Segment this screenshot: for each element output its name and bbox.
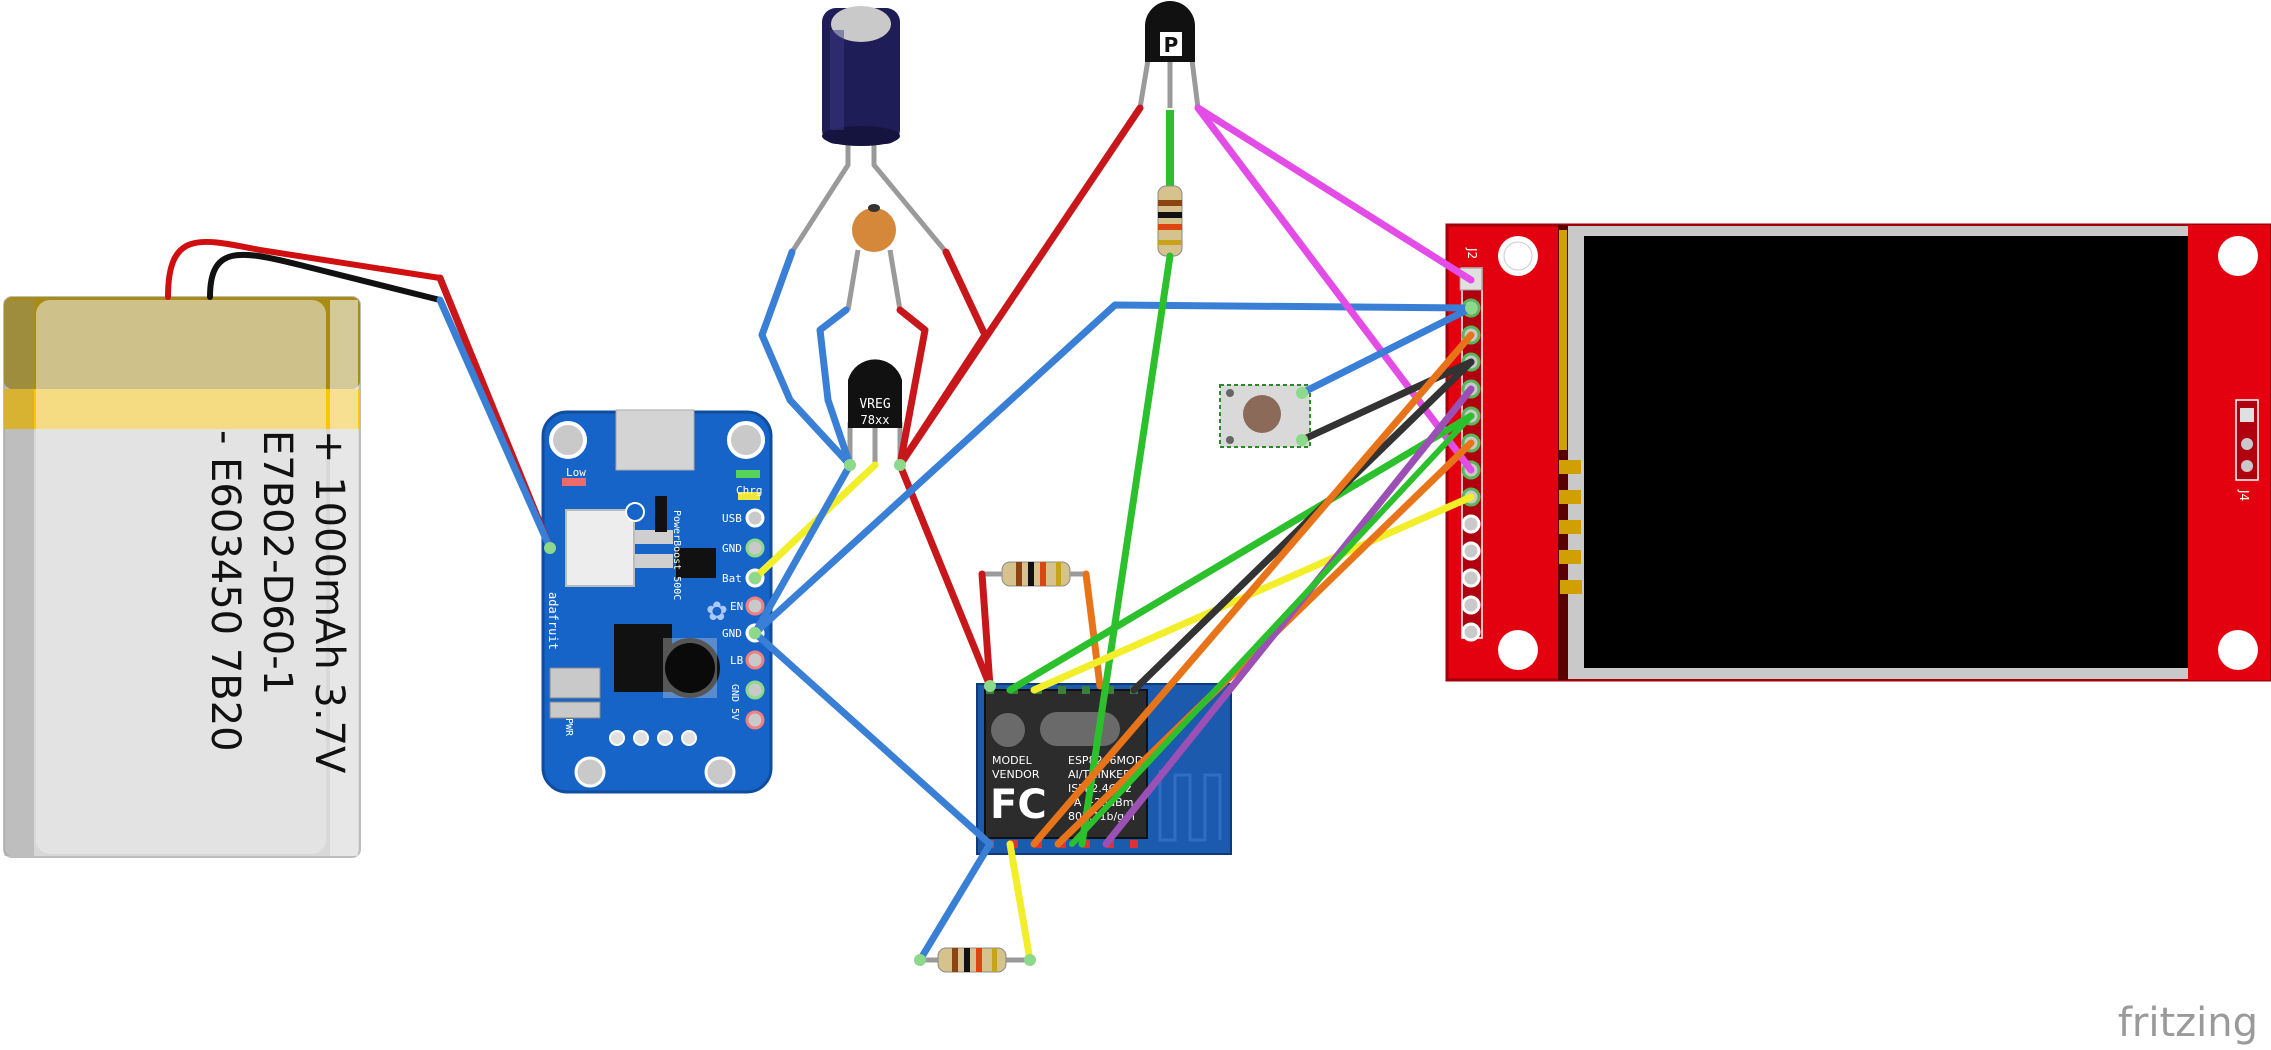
- wire-magenta-transistor-display1[interactable]: [1194, 104, 1475, 284]
- pb-label-gnd5v: GND 5V: [729, 684, 740, 720]
- battery-red-lead[interactable]: [165, 238, 443, 300]
- wire-green-resistor-esp[interactable]: [1078, 252, 1174, 848]
- pb-pin-lb[interactable]: [745, 650, 765, 670]
- pb-label-brand: adafruit: [546, 592, 560, 650]
- wire-blue-esp-resistor[interactable]: [916, 840, 994, 964]
- pb-label-chrg: Chrg: [736, 484, 763, 497]
- pb-pin-gnd3[interactable]: [745, 680, 765, 700]
- display-j4-pins: [2240, 408, 2254, 472]
- pb-label-bat: Bat: [722, 572, 742, 585]
- transistor-label: P: [1164, 33, 1179, 57]
- wire-purple-esp-display[interactable]: [1102, 385, 1475, 848]
- battery-label-line1: - E603450 7B20: [202, 430, 248, 752]
- pb-label-usb: USB: [722, 512, 742, 525]
- pb-label-en: EN: [730, 600, 743, 613]
- pb-pin-en[interactable]: [745, 596, 765, 616]
- esp-spec2: AI/THINKER: [1068, 768, 1131, 781]
- antenna-trace: [1158, 770, 1222, 842]
- battery-label: - E603450 7B20 E7B02-D60-1 + 1000mAh 3.7…: [202, 430, 352, 774]
- wire-orange-esp-display1[interactable]: [1030, 331, 1475, 848]
- label-j2: J2: [1465, 247, 1479, 259]
- wire-yellow-esp-resistor[interactable]: [1006, 840, 1034, 964]
- wire-green-esp-display1[interactable]: [1006, 412, 1475, 694]
- wire-endpoints: [544, 302, 1477, 966]
- vreg-line2: 78xx: [861, 413, 890, 427]
- wire-blue-cap-left[interactable]: [758, 248, 854, 469]
- esp-model: MODEL: [992, 754, 1033, 767]
- wire-red-vreg-transistor[interactable]: [896, 104, 1144, 469]
- lipo-battery[interactable]: - E603450 7B20 E7B02-D60-1 + 1000mAh 3.7…: [3, 296, 361, 858]
- pb-label-model: PowerBoost 500C: [671, 510, 682, 600]
- wire-blue-ceramic-left[interactable]: [816, 306, 854, 469]
- resistor-esp-bottom[interactable]: [920, 947, 1030, 973]
- resistor-transistor-base[interactable]: [1157, 110, 1183, 257]
- voltage-regulator[interactable]: VREG 78xx: [847, 359, 903, 465]
- esp-vendor: VENDOR: [992, 768, 1040, 781]
- label-j4: J4: [2237, 489, 2251, 501]
- transistor[interactable]: P: [1137, 1, 1201, 109]
- wire-blue-battery-pb[interactable]: [436, 296, 554, 552]
- pb-label-lb: LB: [730, 654, 744, 667]
- wire-orange-resistor-esp[interactable]: [1082, 570, 1104, 690]
- ceramic-capacitor[interactable]: [845, 204, 903, 311]
- powerboost-board[interactable]: Low Chrg USB GND Bat EN GND LB GND 5V PW…: [541, 409, 773, 794]
- resistor-esp-top[interactable]: [982, 561, 1086, 587]
- pb-label-gnd: GND: [722, 542, 742, 555]
- adafruit-star-icon: ✿: [706, 597, 728, 627]
- wire-red-vreg-esp[interactable]: [896, 461, 994, 690]
- electrolytic-capacitor[interactable]: [822, 6, 900, 165]
- pb-pin-usb[interactable]: [745, 508, 765, 528]
- pb-label-gnd2: GND: [722, 627, 742, 640]
- battery-label-line3: + 1000mAh 3.7V: [306, 430, 352, 774]
- wire-green-esp-display2[interactable]: [1069, 413, 1474, 847]
- pb-label-low: Low: [566, 466, 586, 479]
- tft-display-module[interactable]: J2 J4: [1445, 223, 2271, 682]
- pb-pin-gnd[interactable]: [745, 538, 765, 558]
- pb-pin-5v[interactable]: [745, 710, 765, 730]
- battery-black-lead[interactable]: [207, 251, 443, 303]
- fcc-logo: FC: [990, 782, 1047, 828]
- vreg-line1: VREG: [859, 397, 890, 412]
- pb-label-pwr: PWR: [563, 718, 574, 737]
- cap-left-lead: [789, 162, 851, 255]
- wire-blue-pb-vreg[interactable]: [751, 461, 854, 637]
- cap-right-lead: [871, 162, 949, 255]
- push-button[interactable]: [1219, 384, 1311, 448]
- wire-red-resistor-esp[interactable]: [978, 570, 994, 690]
- battery-label-line2: E7B02-D60-1: [254, 430, 300, 695]
- wire-blue-gnd-esp[interactable]: [751, 629, 994, 848]
- fritzing-watermark: fritzing: [2118, 1000, 2258, 1046]
- wire-red-ceramic-right[interactable]: [896, 306, 929, 469]
- wire-black-button[interactable]: [1298, 358, 1475, 444]
- wire-blue-button[interactable]: [1298, 304, 1475, 397]
